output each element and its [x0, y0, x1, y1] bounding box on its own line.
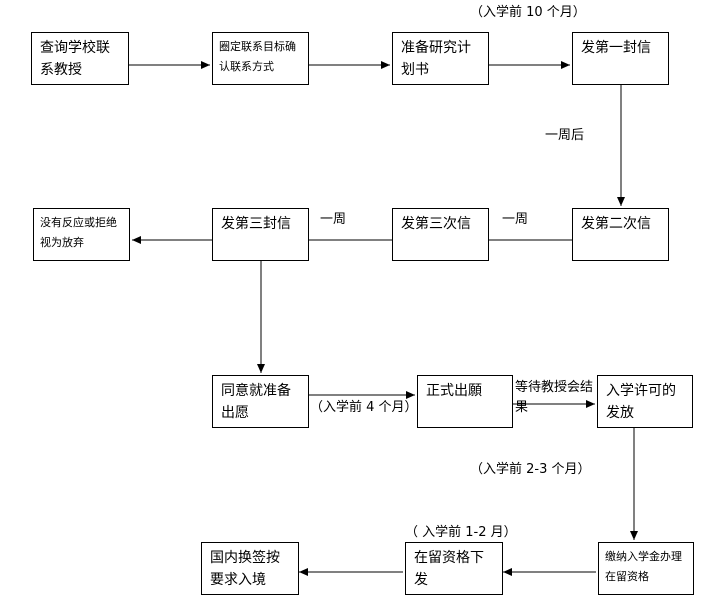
note-one-week-later: 一周后: [545, 128, 585, 143]
node-visa-entry: 国内换签按要求入境: [201, 542, 299, 595]
node-target-contact: 圈定联系目标确认联系方式: [212, 32, 309, 85]
node-first-letter: 发第一封信: [572, 32, 669, 85]
node-third-letter-a: 发第三次信: [392, 208, 489, 261]
note-four-months: （入学前 4 个月）: [310, 400, 418, 415]
note-ten-months: （入学前 10 个月）: [470, 5, 586, 20]
node-query-school: 查询学校联系教授: [31, 32, 129, 85]
node-formal-apply: 正式出願: [417, 375, 513, 428]
note-one-week-b: 一周: [320, 212, 347, 227]
node-third-letter-b: 发第三封信: [212, 208, 309, 261]
node-research-plan: 准备研究计划书: [392, 32, 489, 85]
node-residence-issue: 在留资格下发: [405, 542, 503, 595]
node-pay-fee: 缴纳入学金办理在留资格: [598, 542, 694, 595]
node-admission-permit: 入学许可的发放: [597, 375, 693, 428]
note-one-two-months: （ 入学前 1-2 月）: [405, 525, 517, 540]
note-one-week-a: 一周: [502, 212, 529, 227]
note-wait-result: 等待教授会结果: [515, 380, 594, 415]
node-second-letter: 发第二次信: [572, 208, 669, 261]
note-two-three-months: （入学前 2-3 个月）: [470, 462, 591, 477]
node-agree-prepare: 同意就准备出愿: [212, 375, 309, 428]
node-no-response: 没有反应或拒绝视为放弃: [33, 208, 130, 261]
